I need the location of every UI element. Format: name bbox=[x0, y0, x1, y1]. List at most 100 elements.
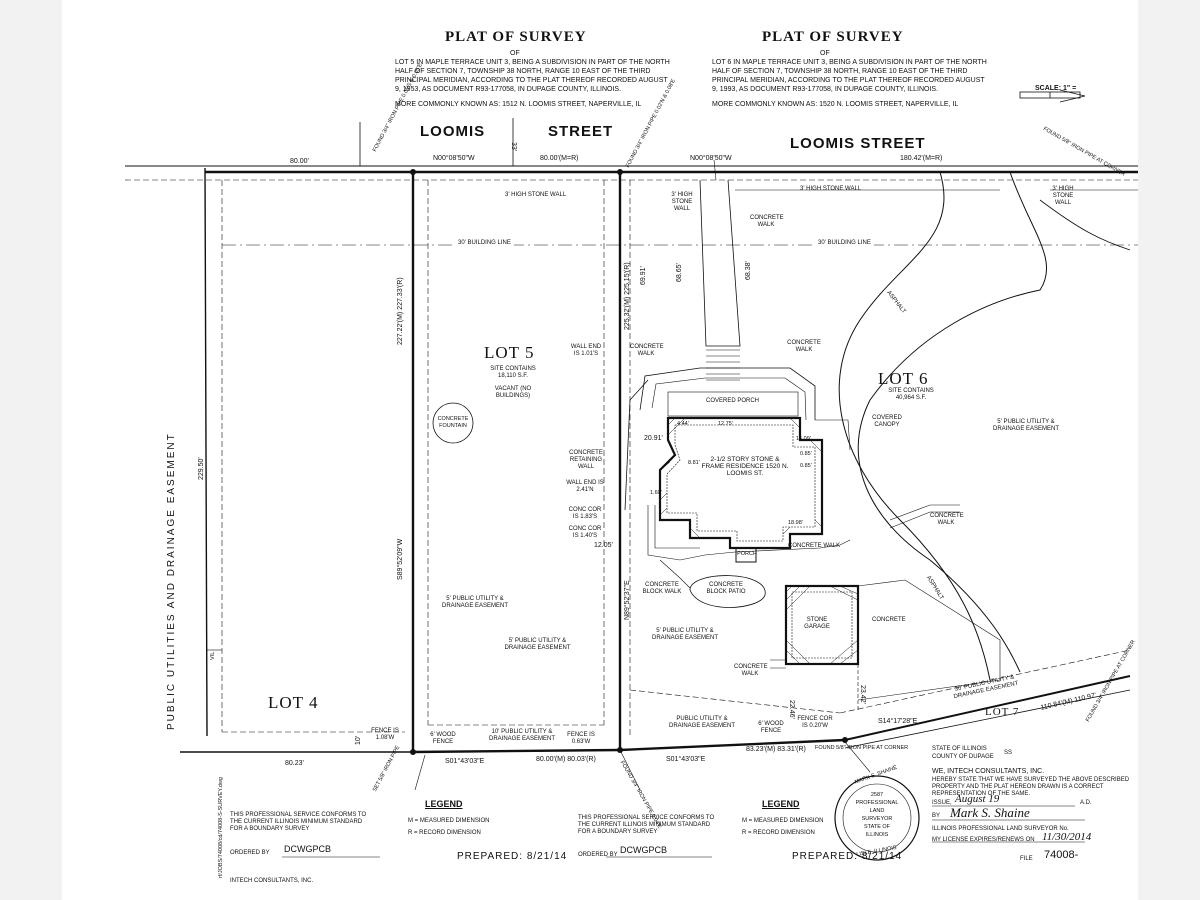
lot7-label: LOT 7 bbox=[985, 706, 1020, 718]
right-known-as: MORE COMMONLY KNOWN AS: 1520 N. LOOMIS S… bbox=[712, 101, 959, 108]
house-d5: 0.85' bbox=[800, 463, 812, 469]
note-wood-fence-b: 6' WOOD FENCE bbox=[758, 721, 784, 734]
fountain-label: CONCRETE FOUNTAIN bbox=[437, 416, 469, 429]
dim-north5: 80.00'(M=R) bbox=[540, 155, 579, 162]
lot4-west-line bbox=[204, 167, 208, 737]
dim-east5-bearing: N89°52'37"E bbox=[624, 580, 631, 620]
dim-lot4-side: 229.50' bbox=[198, 457, 205, 480]
dim-2342: 23.42' bbox=[859, 685, 866, 704]
note-block-patio: CONCRETE BLOCK PATIO bbox=[706, 582, 746, 595]
note-stone-wall-3c: 3' HIGH STONE WALL bbox=[1052, 186, 1074, 206]
prepared-a: PREPARED: 8/21/14 bbox=[457, 851, 568, 862]
street-label-loomis-a: LOOMIS bbox=[420, 123, 486, 140]
walk-south-2 bbox=[654, 505, 700, 549]
note-covered-canopy: COVERED CANOPY bbox=[872, 415, 902, 428]
ordered-by-b: ORDERED BY bbox=[578, 852, 618, 858]
residence-footprint bbox=[658, 416, 824, 550]
note-porch: PORCH bbox=[737, 551, 757, 557]
legend-a: LEGEND bbox=[425, 799, 463, 809]
concrete-fountain-circle bbox=[432, 402, 474, 444]
dim-2246: 22.46' bbox=[788, 700, 795, 719]
note-pue-5w: 5' PUBLIC UTILITY & DRAINAGE EASEMENT bbox=[441, 596, 508, 609]
cert-hereby: HEREBY STATE THAT WE HAVE SURVEYED THE A… bbox=[932, 777, 1130, 797]
seal-line3: SURVEYOR bbox=[861, 816, 893, 822]
note-residence: 2-1/2 STORY STONE & FRAME RESIDENCE 1520… bbox=[701, 456, 789, 477]
pin-se6 bbox=[842, 737, 848, 743]
note-concrete-walk-s: CONCRETE WALK bbox=[788, 543, 841, 549]
ordered-by-b-value: DCWGPCB bbox=[620, 845, 667, 855]
dim-off1: 68.65' bbox=[676, 263, 683, 282]
note-concrete-walk-e: CONCRETE WALK bbox=[930, 513, 964, 526]
dim-off2: 69.91' bbox=[640, 266, 647, 285]
street-label-loomis-b: LOOMIS STREET bbox=[790, 135, 926, 152]
cert-ss: SS bbox=[1004, 750, 1013, 756]
note-pue-6: 5' PUBLIC UTILITY & DRAINAGE EASEMENT bbox=[992, 419, 1059, 432]
legend-b: LEGEND bbox=[762, 799, 800, 809]
seal-inner bbox=[842, 783, 912, 853]
dim-south4: 80.23' bbox=[285, 760, 304, 767]
note-off-10: 10' bbox=[355, 735, 362, 745]
scan-margin-left bbox=[0, 0, 62, 900]
left-known-as: MORE COMMONLY KNOWN AS: 1512 N. LOOMIS S… bbox=[395, 101, 642, 108]
porch-box bbox=[735, 547, 757, 563]
note-stone-wall-3b: 3' HIGH STONE WALL bbox=[671, 192, 693, 212]
dim-south6: 83.23'(M) 83.31'(R) bbox=[746, 746, 806, 753]
note-stone-garage: STONE GARAGE bbox=[804, 617, 830, 630]
leader-2 bbox=[619, 749, 641, 791]
pin-se5 bbox=[617, 747, 623, 753]
dim-south6-e: S14°17'28"E bbox=[878, 718, 918, 725]
side-file-path: rf/JOBS/74008/cd/74008-S-SURVEY.dwg bbox=[218, 777, 224, 878]
seal-line4: STATE OF bbox=[863, 824, 891, 830]
surveyor-signature: Mark S. Shaine bbox=[950, 805, 1030, 820]
note-conc-cor-1: CONC COR IS 1.83'S bbox=[568, 507, 602, 520]
lot4-label: LOT 4 bbox=[268, 693, 319, 712]
file-label: FILE bbox=[1020, 856, 1033, 862]
note-block-walk: CONCRETE BLOCK WALK bbox=[642, 582, 682, 595]
legend-b-r: R = RECORD DIMENSION bbox=[742, 830, 815, 836]
lot5-label: LOT 5 bbox=[484, 343, 535, 362]
house-d7: 1.60' bbox=[650, 490, 662, 496]
pin-nw5 bbox=[410, 169, 416, 175]
lot6se-easement bbox=[839, 649, 1131, 714]
dim-south5: 80.00'(M) 80.03'(R) bbox=[536, 756, 596, 763]
license-value: 11/30/2014 bbox=[1042, 831, 1092, 843]
cert-we: WE, INTECH CONSULTANTS, INC. bbox=[932, 768, 1045, 775]
note-pue-6s: PUBLIC UTILITY & DRAINAGE EASEMENT bbox=[668, 716, 735, 729]
note-fence-2: FENCE IS 0.63'W bbox=[567, 732, 595, 745]
issue-value: August 19 bbox=[955, 793, 1000, 805]
residence-inner bbox=[666, 424, 816, 542]
cert-county: COUNTY OF DUPAGE bbox=[932, 754, 994, 760]
note-concrete-walk-r: CONCRETE WALK bbox=[787, 340, 821, 353]
dim-south5-bearing: S01°43'03"E bbox=[445, 758, 485, 765]
pin-ne5 bbox=[617, 169, 623, 175]
found-se6: FOUND 5/8" IRON PIPE AT CORNER bbox=[815, 745, 909, 751]
note-pue-5e: 5' PUBLIC UTILITY & DRAINAGE EASEMENT bbox=[504, 638, 571, 651]
seal-line1: PROFESSIONAL bbox=[855, 800, 899, 806]
note-covered-porch: COVERED PORCH bbox=[706, 398, 760, 404]
dim-off3: 68.38' bbox=[745, 261, 752, 280]
row-width: 33' bbox=[510, 142, 517, 152]
south-lot5-line bbox=[412, 748, 621, 754]
leader-3 bbox=[844, 741, 871, 773]
file-value: 74008- bbox=[1044, 849, 1079, 861]
note-fence-1: FENCE IS 1.08'W bbox=[371, 728, 399, 741]
dim-1205: 12.05' bbox=[594, 542, 613, 549]
scale-label: SCALE: 1" = bbox=[1035, 85, 1077, 92]
porch-walk bbox=[639, 367, 816, 420]
house-d2: 12.75' bbox=[718, 421, 733, 427]
garage-apron bbox=[857, 579, 1001, 701]
note-stone-wall-3a: 3' HIGH STONE WALL bbox=[505, 192, 567, 198]
south-lot6-line bbox=[619, 738, 846, 752]
driveway-inner bbox=[838, 171, 991, 681]
note-building-line-a: 30' BUILDING LINE bbox=[455, 240, 514, 247]
legend-a-r: R = RECORD DIMENSION bbox=[408, 830, 481, 836]
note-concrete-walk-top: CONCRETE WALK bbox=[750, 215, 784, 228]
house-d6: 18.98' bbox=[788, 520, 803, 526]
house-d4: 0.85' bbox=[800, 451, 812, 457]
issue-label: ISSUE, bbox=[932, 800, 952, 806]
driveway-outer bbox=[857, 171, 1048, 673]
note-wall-end-1: WALL END IS 1.01'S bbox=[570, 344, 602, 357]
note-concrete-walk-g: CONCRETE WALK bbox=[734, 664, 768, 677]
